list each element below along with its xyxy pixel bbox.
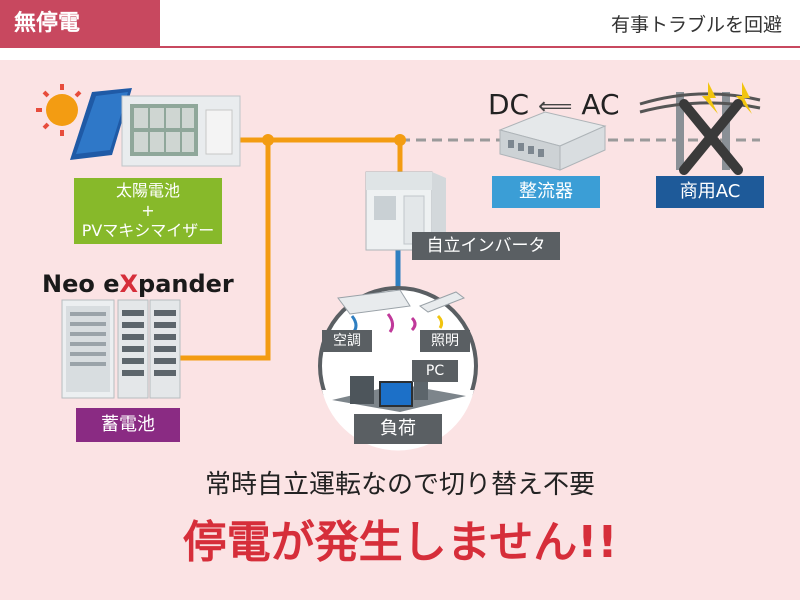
power-pole-icon [639,82,761,170]
page-title: 無停電 [0,0,160,48]
sun-icon [36,84,82,136]
battery-cabinet-icon [61,299,181,399]
brand-logo: Neo eXpander [42,270,234,298]
battery-label: 蓄電池 [76,408,180,442]
message-line: 常時自立運転なので切り替え不要 [204,470,595,500]
solar-label-line1: 太陽電池 [115,181,180,200]
solar-label-line3: PVマキシマイザー [81,221,215,240]
brand-logo-x: X [119,270,139,298]
headline-message: 停電が発生しません!! [182,517,618,568]
lighting-label: 照明 [420,330,470,352]
pc-label: PC [412,360,458,382]
aircon-label: 空調 [322,330,372,352]
solar-label-line2: + [141,201,155,220]
brand-logo-pander: pander [138,270,234,298]
cross-icon [679,99,743,175]
commercial-ac-label: 商用AC [656,176,764,208]
load-label: 負荷 [354,414,442,444]
rectifier-icon [498,111,607,171]
dc-text: DC [488,88,530,121]
pv-maximizer-icon [121,95,241,167]
ceiling-light-icon [410,291,466,332]
header-divider [160,46,800,48]
page-subtitle: 有事トラブルを回避 [610,14,782,36]
inverter-label: 自立インバータ [412,232,560,260]
solar-label: 太陽電池 + PVマキシマイザー [74,178,222,244]
junction-dot [394,134,406,146]
rectifier-label: 整流器 [492,176,600,208]
brand-logo-e: e [103,270,120,298]
junction-dot [262,134,274,146]
ac-text: AC [581,88,620,121]
dc-ac-conversion-label: DC ⟸ AC [488,88,620,121]
brand-logo-neo: Neo [42,270,95,298]
conversion-arrow-icon: ⟸ [538,92,573,120]
solar-panel-icon [70,88,132,160]
